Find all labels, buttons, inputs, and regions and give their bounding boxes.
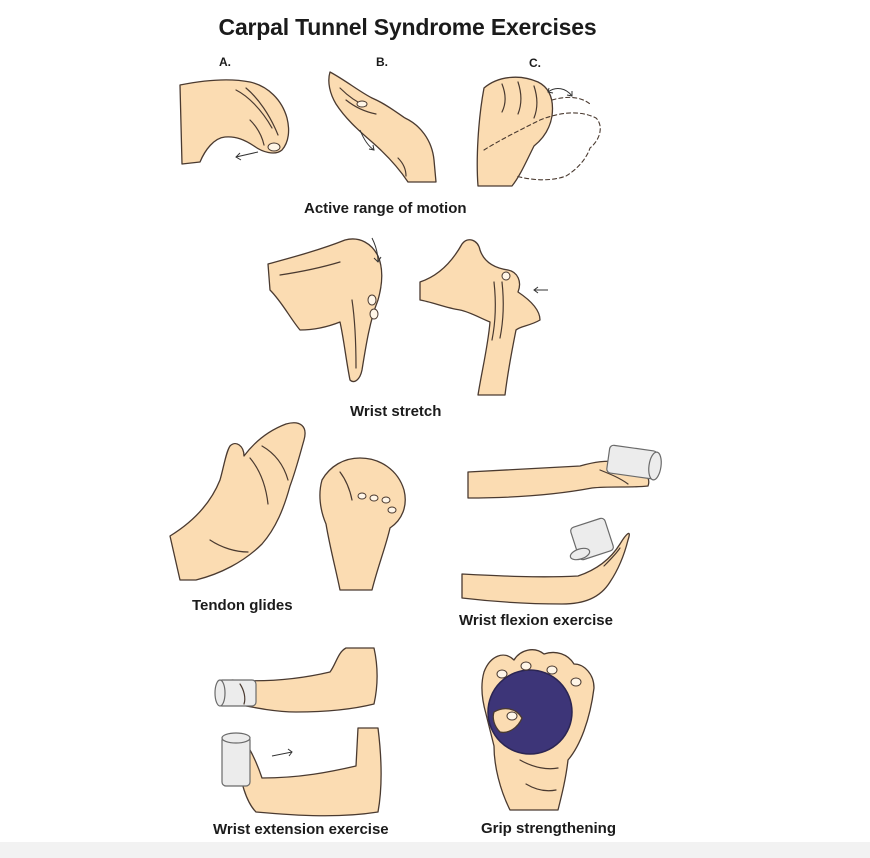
label-a: A. xyxy=(219,55,231,69)
page-title: Carpal Tunnel Syndrome Exercises xyxy=(218,14,597,40)
label-c: C. xyxy=(529,56,541,70)
caption-wrist-flexion-exercise: Wrist flexion exercise xyxy=(459,612,613,629)
caption-wrist-extension-exercise: Wrist extension exercise xyxy=(213,821,389,838)
tendon-glide-open-hand xyxy=(169,422,306,581)
grip-strengthening xyxy=(481,649,595,811)
caption-tendon-glides: Tendon glides xyxy=(192,597,293,614)
hand-illustration-c xyxy=(476,76,601,187)
caption-grip-strengthening: Grip strengthening xyxy=(481,820,616,837)
wrist-flexion-top xyxy=(467,444,662,499)
wrist-stretch-left xyxy=(267,237,383,383)
hand-illustration-a xyxy=(179,79,290,165)
caption-wrist-stretch: Wrist stretch xyxy=(350,403,442,420)
wrist-extension-bottom xyxy=(221,727,382,817)
bottom-bar xyxy=(0,842,870,858)
wrist-flexion-bottom xyxy=(461,517,630,605)
label-b: B. xyxy=(376,55,388,69)
hand-illustration-b xyxy=(328,71,437,183)
tendon-glide-fist xyxy=(319,457,406,591)
caption-active-range-of-motion: Active range of motion xyxy=(304,200,467,217)
wrist-extension-top xyxy=(214,647,378,713)
wrist-stretch-right xyxy=(419,239,548,396)
